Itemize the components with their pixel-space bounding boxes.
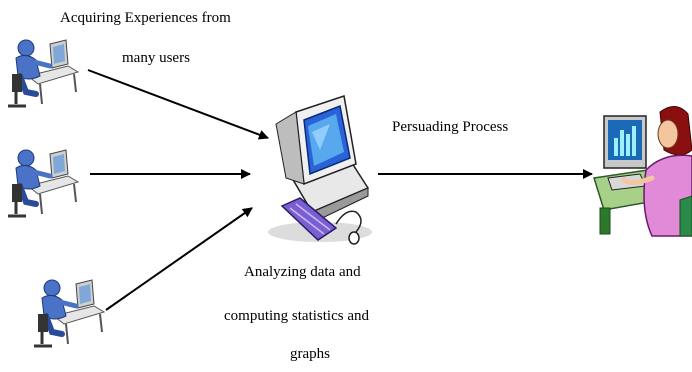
woman-at-computer-icon (593, 106, 692, 237)
source-user-icon-2 (8, 150, 78, 216)
arrow-user1-to-computer (87, 69, 269, 140)
computer-workstation-icon (268, 95, 372, 245)
sources-label-line2: many users (122, 50, 190, 66)
arrow-user3-to-computer (105, 207, 253, 311)
analysis-label-line1: Analyzing data and (244, 264, 361, 280)
analysis-label-line2: computing statistics and (224, 308, 369, 324)
source-user-icon-1 (8, 40, 78, 106)
source-user-icon-3 (34, 280, 104, 346)
analysis-label-line3: graphs (290, 346, 330, 362)
sources-label-line1: Acquiring Experiences from (60, 10, 231, 26)
process-label: Persuading Process (392, 119, 509, 135)
